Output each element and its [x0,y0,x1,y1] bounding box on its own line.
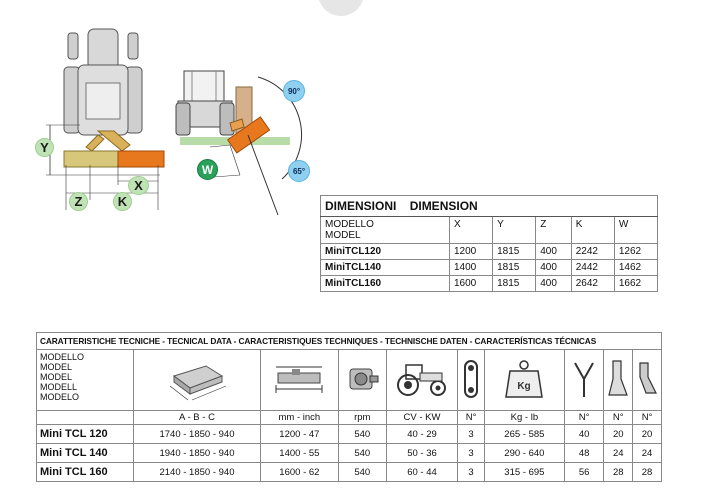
unit-label: N° [632,410,662,425]
unit-label: A - B - C [133,410,261,425]
table-cell: 50 - 36 [385,443,459,463]
dimension-z-badge: Z [69,192,88,211]
unit-label: Kg - lb [483,410,565,425]
table-cell: 1600 [448,275,494,292]
table-cell: 1400 - 55 [259,443,339,463]
table-row: MiniTCL140 1400 1815 400 2442 1462 [320,259,659,276]
angle-65-badge: 65° [288,160,310,182]
table-cell: 24 [632,443,662,463]
dimensions-table: DIMENSIONI DIMENSION MODELLO MODEL X Y Z… [320,195,659,292]
table-cell: 1200 - 47 [259,424,339,444]
col-header: Y [492,216,537,244]
technical-data-title: CARATTERISTICHE TECNICHE - TECNICAL DATA… [36,332,662,350]
table-cell: 400 [535,243,572,260]
table-cell: 2642 [570,275,615,292]
table-cell: 540 [337,443,387,463]
table-cell: 2242 [570,243,615,260]
table-cell: 315 - 695 [483,462,565,482]
table-cell: 1740 - 1850 - 940 [133,424,261,444]
table-cell: 400 [535,259,572,276]
y-blade-icon [563,349,605,411]
col-header: W [613,216,659,244]
table-cell: 28 [632,462,662,482]
table-cell: 56 [563,462,605,482]
tractor-top-view-diagram [46,28,165,210]
table-cell: 1462 [613,259,659,276]
table-cell: 1262 [613,243,659,260]
units-spacer [35,410,135,425]
table-cell: 1200 [448,243,494,260]
unit-label: N° [603,410,634,425]
model-name: MiniTCL140 [320,259,450,276]
dimension-k-badge: K [113,192,132,211]
dimension-w-badge: W [197,159,218,180]
angle-90-badge: 90° [283,80,305,102]
table-cell: 1940 - 1850 - 940 [133,443,261,463]
top-decor-circle [318,0,364,16]
table-cell: 1662 [613,275,659,292]
table-cell: 540 [337,462,387,482]
dimension-y-badge: Y [35,138,54,157]
model-labels: MODELLO MODEL MODEL MODELL MODELO [35,349,135,411]
model-header: MODELLO MODEL [320,216,450,244]
table-row: Mini TCL 160 2140 - 1850 - 940 1600 - 62… [35,462,662,482]
dimension-x-badge: X [128,176,149,195]
hammer-blade-icon [603,349,634,411]
model-name: MiniTCL120 [320,243,450,260]
table-cell: 20 [603,424,634,444]
table-cell: 3 [457,462,485,482]
col-header: K [570,216,615,244]
table-cell: 40 - 29 [385,424,459,444]
table-cell: 60 - 44 [385,462,459,482]
unit-label: N° [563,410,605,425]
table-cell: 540 [337,424,387,444]
table-row: MiniTCL160 1600 1815 400 2642 1662 [320,275,659,292]
table-cell: 290 - 640 [483,443,565,463]
model-name: MiniTCL160 [320,275,450,292]
table-cell: 2442 [570,259,615,276]
table-cell: 48 [563,443,605,463]
tractor-power-icon [385,349,459,411]
unit-label: rpm [337,410,387,425]
model-name: Mini TCL 160 [35,462,135,482]
col-header: X [448,216,494,244]
table-cell: 3 [457,424,485,444]
dimensions-title: DIMENSIONI DIMENSION [320,195,658,217]
table-cell: 24 [603,443,634,463]
table-cell: 28 [603,462,634,482]
table-row: MiniTCL120 1200 1815 400 2242 1262 [320,243,659,260]
weight-icon: Kg [483,349,565,411]
table-row: Mini TCL 120 1740 - 1850 - 940 1200 - 47… [35,424,662,444]
table-cell: 1600 - 62 [259,462,339,482]
mower-dimensions-icon [133,349,261,411]
table-cell: 40 [563,424,605,444]
table-cell: 20 [632,424,662,444]
table-cell: 1400 [448,259,494,276]
unit-label: N° [457,410,485,425]
table-cell: 1815 [492,275,537,292]
table-cell: 1815 [492,259,537,276]
model-name: Mini TCL 140 [35,443,135,463]
unit-label: CV - KW [385,410,459,425]
table-cell: 2140 - 1850 - 940 [133,462,261,482]
svg-text:Kg: Kg [518,381,531,392]
table-row: Mini TCL 140 1940 - 1850 - 940 1400 - 55… [35,443,662,463]
model-name: Mini TCL 120 [35,424,135,444]
col-header: Z [535,216,572,244]
linkage-icon [457,349,485,411]
table-cell: 3 [457,443,485,463]
cutting-width-icon [259,349,339,411]
table-cell: 1815 [492,243,537,260]
unit-label: mm - inch [259,410,339,425]
table-cell: 265 - 585 [483,424,565,444]
gearbox-icon [337,349,387,411]
table-cell: 400 [535,275,572,292]
shovel-blade-icon [632,349,662,411]
technical-data-table: CARATTERISTICHE TECNICHE - TECNICAL DATA… [35,332,662,482]
